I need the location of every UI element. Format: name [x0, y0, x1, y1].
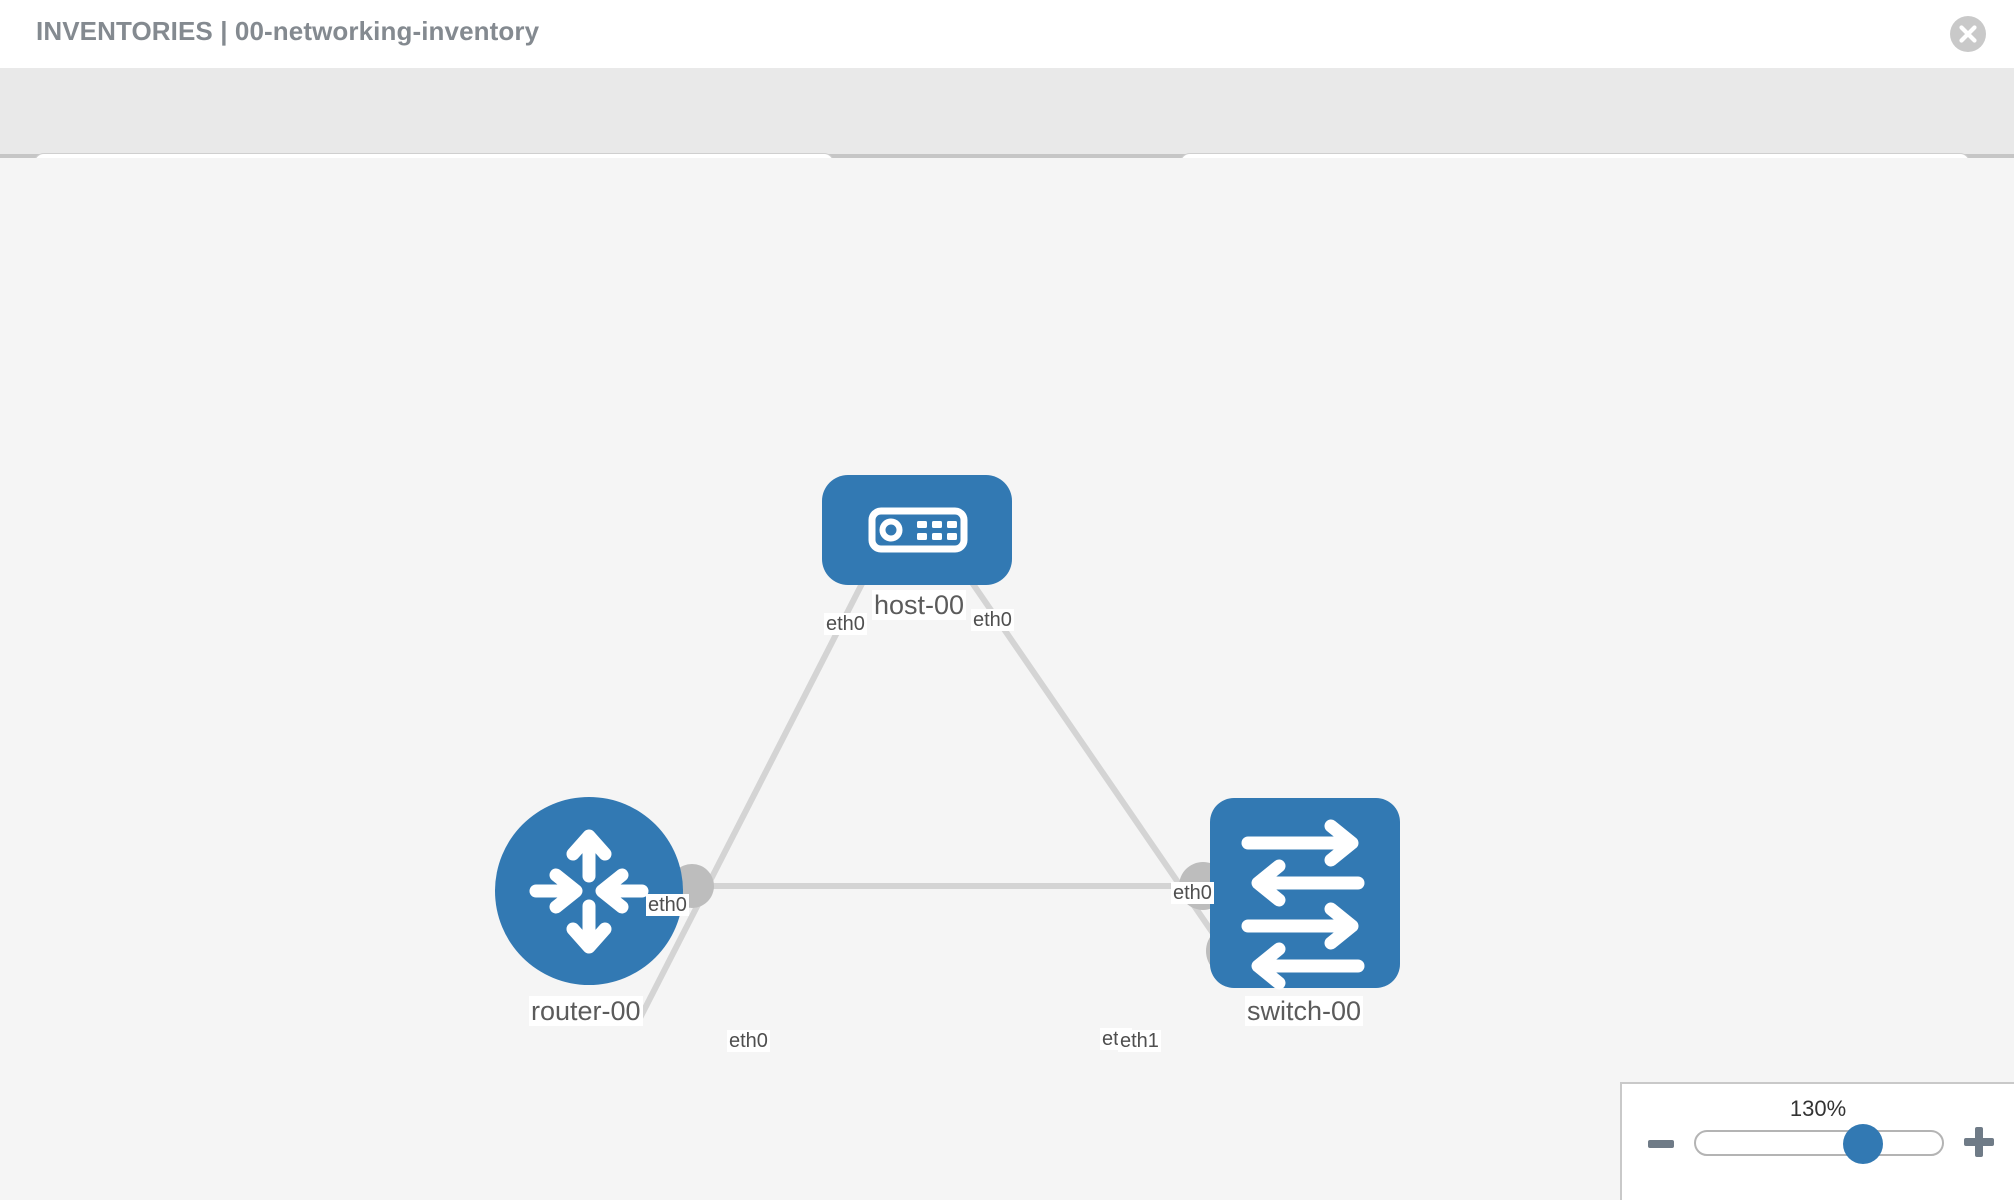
interface-label: eth0: [971, 609, 1014, 632]
topology-graph: [495, 475, 1400, 1020]
zoom-slider-thumb[interactable]: [1843, 1124, 1884, 1164]
close-icon[interactable]: [1950, 16, 1986, 52]
interface-label: eth0: [727, 1030, 770, 1053]
topology-canvas[interactable]: host-00 router-00 switch-00 eth0 eth0 et…: [0, 158, 2014, 1200]
node-label-host: host-00: [872, 590, 967, 621]
interface-label: eth0: [646, 894, 689, 917]
page-title: INVENTORIES | 00-networking-inventory: [36, 16, 540, 46]
node-host-00[interactable]: [822, 475, 1012, 585]
interface-label: eth1: [1118, 1030, 1161, 1053]
toolbar: ACTIONS SEARCH: [0, 68, 2014, 207]
node-label-router: router-00: [529, 996, 643, 1027]
zoom-control-panel: 130%: [1620, 1082, 2014, 1200]
node-label-switch: switch-00: [1245, 996, 1364, 1027]
link-host-router: [637, 566, 873, 1020]
page-header: INVENTORIES | 00-networking-inventory: [0, 0, 2014, 68]
plus-icon[interactable]: [1964, 1127, 1994, 1157]
zoom-level-value: 130%: [1789, 1096, 1847, 1121]
zoom-slider[interactable]: [1694, 1124, 1944, 1164]
node-switch-00[interactable]: [1210, 798, 1400, 990]
node-router-00[interactable]: [495, 797, 683, 985]
minus-icon[interactable]: [1648, 1140, 1674, 1148]
interface-label: eth0: [824, 613, 867, 636]
interface-label: eth0: [1171, 882, 1214, 905]
